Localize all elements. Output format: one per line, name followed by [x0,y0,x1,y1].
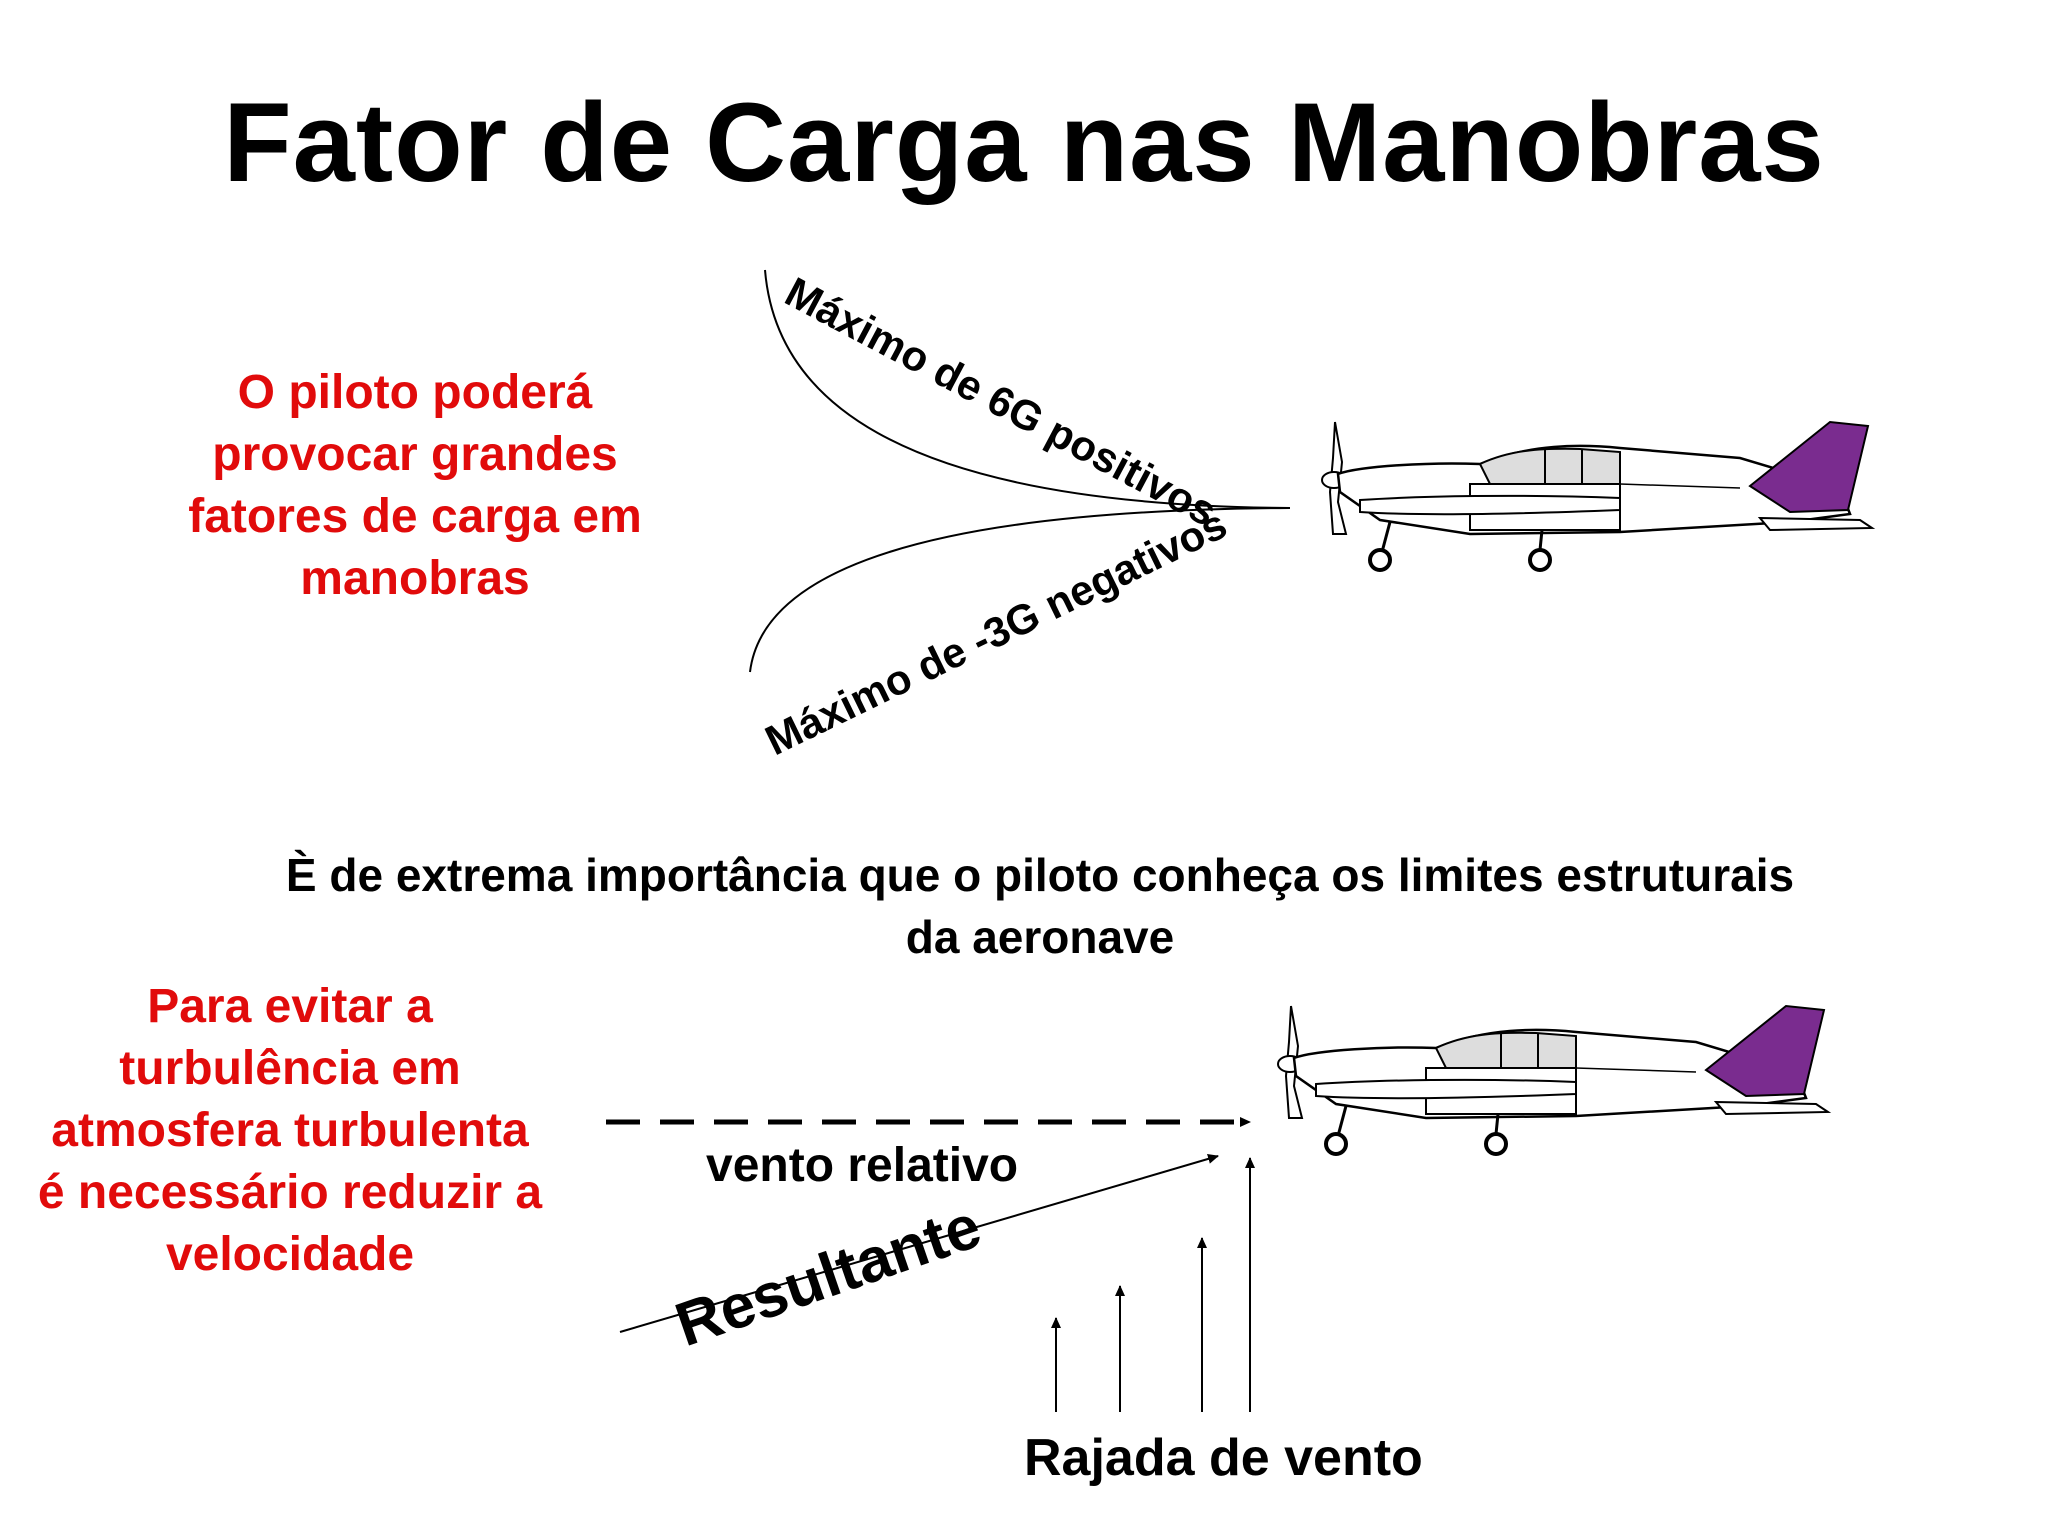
turbulence-line: turbulência em [119,1042,461,1095]
maneuver-line: manobras [300,552,530,605]
turbulence-line: velocidade [165,1228,415,1281]
airplane-icon-top [1320,420,1874,572]
maneuver-load-text: O piloto poderá provocar grandes fatores… [120,362,710,610]
turbulence-line: é necessário reduzir a [37,1166,543,1219]
page-title: Fator de Carga nas Manobras [223,80,1825,205]
importance-line: È de extrema importância que o piloto co… [285,849,1795,901]
relative-wind-label: vento relativo [706,1139,1019,1192]
maneuver-line: fatores de carga em [188,490,642,543]
turbulence-text: Para evitar a turbulência em atmosfera t… [0,976,580,1286]
maneuver-line: provocar grandes [212,428,618,481]
importance-text: È de extrema importância que o piloto co… [100,844,1980,968]
positive-g-curve [764,269,1291,509]
resultant-arrow [619,1154,1219,1333]
airplane-icon-bottom [1276,1004,1830,1156]
importance-line: da aeronave [905,911,1175,963]
turbulence-line: Para evitar a [147,980,433,1033]
maneuver-line: O piloto poderá [237,366,593,419]
turbulence-line: atmosfera turbulenta [51,1104,529,1157]
negative-g-curve [749,507,1291,673]
gust-label: Rajada de vento [1024,1429,1423,1487]
